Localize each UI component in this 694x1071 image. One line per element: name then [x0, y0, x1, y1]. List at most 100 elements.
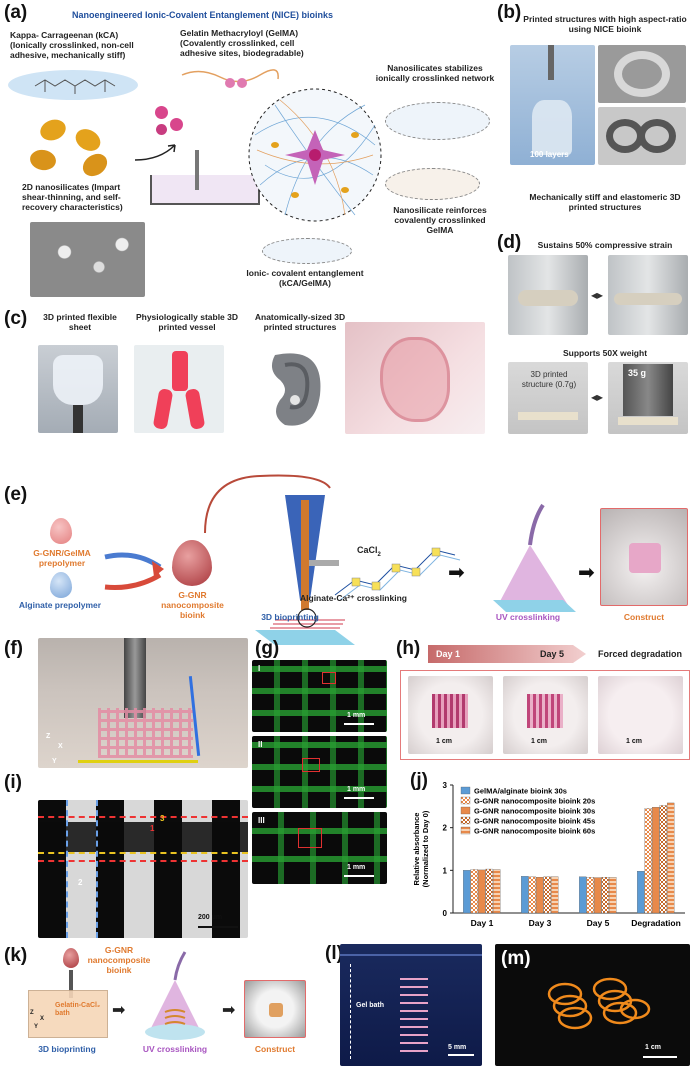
prepolymer-drop-icon — [50, 518, 72, 544]
panel-label-k: (k) — [4, 945, 28, 966]
legend-swatch — [460, 796, 471, 805]
day5-photo: 1 cm — [503, 676, 588, 754]
marker-1-label: 1 — [150, 824, 155, 833]
printing-photo: Z X Y — [38, 638, 248, 768]
mass-label: 35 g — [628, 368, 647, 378]
compressed-photo — [608, 255, 688, 335]
legend-label: G-GNR nanocomposite bioink 20s — [474, 797, 595, 806]
panel-label-i: (i) — [4, 772, 22, 793]
forced-label: Forced degradation — [598, 649, 683, 659]
roman-label: II — [258, 740, 263, 749]
panel-label-l: (l) — [325, 943, 343, 964]
k-bioink-label: G-GNR nanocomposite bioink — [87, 945, 151, 976]
panel-b-title: Printed structures with high aspect-rati… — [523, 14, 687, 35]
stabilize-label: Nanosilicates stabilizes ionically cross… — [375, 63, 495, 84]
ear-model-icon — [271, 353, 321, 426]
day1-label: Day 1 — [436, 649, 461, 659]
scale-label: 1 cm — [531, 738, 547, 745]
gel-bath-label: Gel bath — [356, 1002, 385, 1009]
panel-label-h: (h) — [396, 638, 421, 659]
alginate-drop-icon — [50, 572, 72, 598]
axis-z-label: Z — [46, 733, 51, 740]
axis-y-label: Y — [52, 758, 57, 765]
bar — [644, 808, 652, 914]
roman-label: III — [258, 816, 265, 825]
legend-swatch — [460, 816, 471, 825]
entanglement-inset — [262, 238, 352, 264]
y-tick-label: 1 — [443, 866, 448, 875]
k-next-arrow-icon: ➡ — [112, 1002, 126, 1019]
y-tick-label: 3 — [443, 781, 448, 790]
x-tick-label: Day 1 — [471, 918, 494, 928]
nanosilicate-disc — [78, 149, 112, 181]
spring-photo: (m) 1 cm — [495, 944, 690, 1066]
bar — [586, 877, 594, 914]
bioprinter-nozzle-icon — [255, 495, 355, 645]
prepolymer2-label: Alginate prepolymer — [18, 600, 102, 610]
scale-label: 1 mm — [347, 712, 366, 719]
roman-label: I — [258, 664, 261, 673]
legend-label: G-GNR nanocomposite bioink 60s — [474, 827, 595, 836]
bar — [521, 876, 529, 914]
mix-arrows-icon — [104, 552, 164, 590]
bar — [601, 877, 609, 914]
reinforce-label: Nanosilicate reinforces covalently cross… — [393, 205, 487, 236]
bar — [637, 871, 645, 914]
construct-label: Construct — [623, 612, 665, 622]
strain-label: Sustains 50% compressive strain — [537, 240, 673, 250]
panel-a-title: Nanoengineered Ionic-Covalent Entangleme… — [72, 10, 334, 20]
timeline-arrow — [428, 645, 586, 663]
compare-arrow-icon: ◂▸ — [591, 390, 604, 404]
nanosilicates-label: 2D nanosilicates (Impart shear-thinning,… — [22, 182, 123, 213]
ionic-network-inset — [385, 102, 490, 140]
vessel-label: Physiologically stable 3D printed vessel — [135, 312, 239, 333]
scale-label: 1 mm — [347, 864, 366, 871]
bar — [485, 868, 493, 914]
marker-2-label: 2 — [78, 878, 83, 887]
tube-icon — [204, 474, 331, 534]
legend-swatch — [460, 806, 471, 815]
panel-label-d: (d) — [497, 232, 522, 253]
bar — [579, 876, 587, 914]
entangle-label: Ionic- covalent entanglement (kCA/GelMA) — [246, 268, 364, 289]
panel-label-e: (e) — [4, 484, 28, 505]
bar — [609, 877, 617, 914]
day5-label: Day 5 — [540, 649, 565, 659]
fluorescence-image-2: II 1 mm — [252, 736, 387, 808]
uncompressed-photo — [508, 255, 588, 335]
bioink-bath — [150, 175, 260, 205]
gelma-strand-icon — [181, 69, 279, 88]
k-axis-y-label: Y — [34, 1024, 39, 1030]
scale-label: 1 cm — [626, 738, 642, 745]
sheet-label: 3D printed flexible sheet — [43, 312, 117, 333]
panel-label-a: (a) — [4, 2, 28, 23]
micrograph-photo: 1 2 3 200 μm — [38, 800, 248, 938]
nanosilicate-disc — [71, 124, 105, 156]
forced-degradation-photo: 1 cm — [598, 676, 683, 754]
legend-label: GelMA/alginate bioink 30s — [474, 787, 567, 796]
flexible-sheet-photo — [38, 345, 118, 433]
weight-photo: 35 g — [608, 362, 688, 434]
x-tick-label: Degradation — [631, 918, 681, 928]
uv-crosslinking-icon — [493, 503, 576, 612]
panel-label-b: (b) — [497, 2, 522, 23]
x-tick-label: Day 5 — [587, 918, 610, 928]
nanosilicate-disc — [28, 147, 58, 173]
scale-label: 1 cm — [436, 738, 452, 745]
bar — [463, 870, 471, 914]
nanosilicate-disc — [37, 116, 69, 144]
panel-label-j: (j) — [410, 770, 428, 791]
kca-molecule-icon — [34, 79, 116, 94]
bioink-drop-icon — [172, 540, 212, 586]
k-bioink-drop-icon — [63, 948, 79, 968]
structure-photo: 3D printed structure (0.7g) — [508, 362, 588, 434]
scale-label: 1 mm — [347, 786, 366, 793]
y-tick-label: 0 — [443, 909, 448, 918]
cell-icon — [156, 124, 167, 135]
nozzle-icon — [195, 150, 199, 190]
bar — [594, 877, 602, 914]
cell-icon — [155, 106, 168, 119]
k-bioprinting-label: 3D bioprinting — [38, 1044, 96, 1054]
prepolymer1-label: G-GNR/GelMA prepolymer — [33, 548, 91, 569]
gel-bath-box — [28, 990, 108, 1038]
